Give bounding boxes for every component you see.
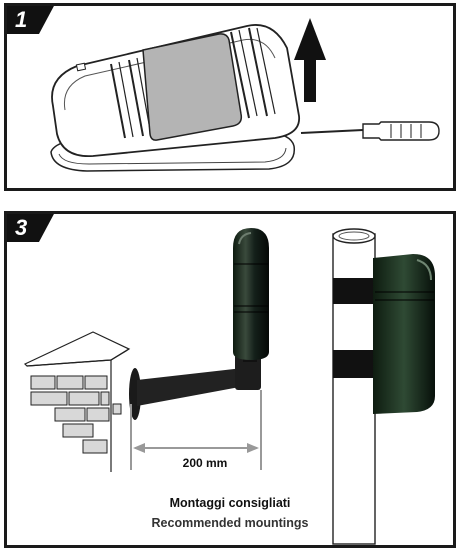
caption-english: Recommended mountings	[151, 516, 309, 530]
step-tab	[7, 6, 54, 34]
dimension-label: 200 mm	[182, 456, 228, 470]
step-tab	[7, 214, 54, 242]
wall-sensor	[233, 228, 269, 360]
pole-sensor	[373, 254, 435, 414]
caption-italian: Montaggi consigliati	[169, 496, 291, 510]
cover-removal-illustration	[50, 18, 440, 172]
dimension-line	[130, 390, 262, 470]
step-number: 3	[15, 215, 28, 240]
screwdriver-icon	[300, 121, 440, 141]
pole	[332, 228, 376, 545]
step-number: 1	[15, 7, 28, 32]
detector-cover	[51, 24, 300, 157]
brick-wall	[23, 331, 131, 472]
mounting-illustration	[23, 228, 435, 545]
arrow-up-icon	[294, 18, 326, 102]
step-1-panel: 1	[4, 3, 456, 191]
step-3-panel: 3	[4, 211, 456, 548]
